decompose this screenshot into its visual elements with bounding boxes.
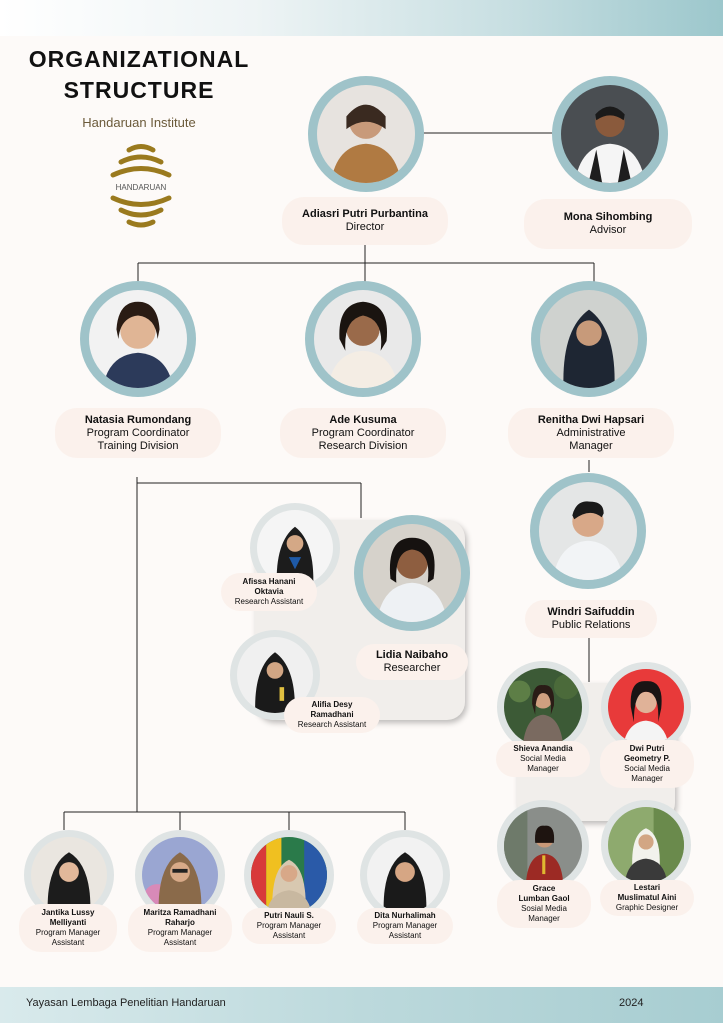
handaruan-logo: HANDARUAN: [110, 144, 172, 228]
director-avatar: [308, 76, 424, 192]
afissa-card: Afissa Hanani Oktavia Research Assistant: [221, 573, 317, 611]
bottom-banner: [0, 987, 723, 1023]
lidia-avatar: [354, 515, 470, 631]
svg-text:HANDARUAN: HANDARUAN: [116, 183, 167, 192]
putri-nauli-card: Putri Nauli S. Program Manager Assistant: [242, 908, 336, 944]
page-title: ORGANIZATIONAL STRUCTURE: [28, 46, 250, 103]
natasia-card: Natasia Rumondang Program Coordinator Tr…: [55, 408, 221, 458]
lestari-avatar: [601, 800, 691, 890]
dwi-putri-avatar: [601, 662, 691, 752]
shieva-card: Shieva Anandia Social Media Manager: [496, 741, 590, 777]
shieva-avatar: [497, 661, 589, 753]
alifia-card: Alifia Desy Ramadhani Research Assistant: [284, 697, 380, 733]
advisor-avatar: [552, 76, 668, 192]
institute-name: Handaruan Institute: [82, 115, 196, 130]
footer-organization: Yayasan Lembaga Penelitian Handaruan: [26, 997, 226, 1009]
dwi-putri-card: Dwi Putri Geometry P. Social Media Manag…: [600, 740, 694, 788]
windri-avatar: [530, 473, 646, 589]
footer-year: 2024: [619, 997, 644, 1009]
putri-nauli-avatar: [244, 830, 334, 920]
windri-card: Windri Saifuddin Public Relations: [525, 600, 657, 638]
director-card: Adiasri Putri Purbantina Director: [282, 197, 448, 245]
lestari-card: Lestari Muslimatul Aini Graphic Designer: [600, 880, 694, 916]
renitha-card: Renitha Dwi Hapsari Administrative Manag…: [508, 408, 674, 458]
dita-avatar: [360, 830, 450, 920]
maritza-card: Maritza Ramadhani Raharjo Program Manage…: [128, 904, 232, 952]
advisor-card: Mona Sihombing Advisor: [524, 199, 692, 249]
natasia-avatar: [80, 281, 196, 397]
renitha-avatar: [531, 281, 647, 397]
ade-avatar: [305, 281, 421, 397]
grace-avatar: [497, 800, 589, 892]
lidia-card: Lidia Naibaho Researcher: [356, 644, 468, 680]
jantika-card: Jantika Lussy Melliyanti Program Manager…: [19, 904, 117, 952]
grace-card: Grace Lumban Gaol Sosial Media Manager: [497, 880, 591, 928]
dita-card: Dita Nurhalimah Program Manager Assistan…: [357, 908, 453, 944]
top-banner: [0, 0, 723, 36]
ade-card: Ade Kusuma Program Coordinator Research …: [280, 408, 446, 458]
